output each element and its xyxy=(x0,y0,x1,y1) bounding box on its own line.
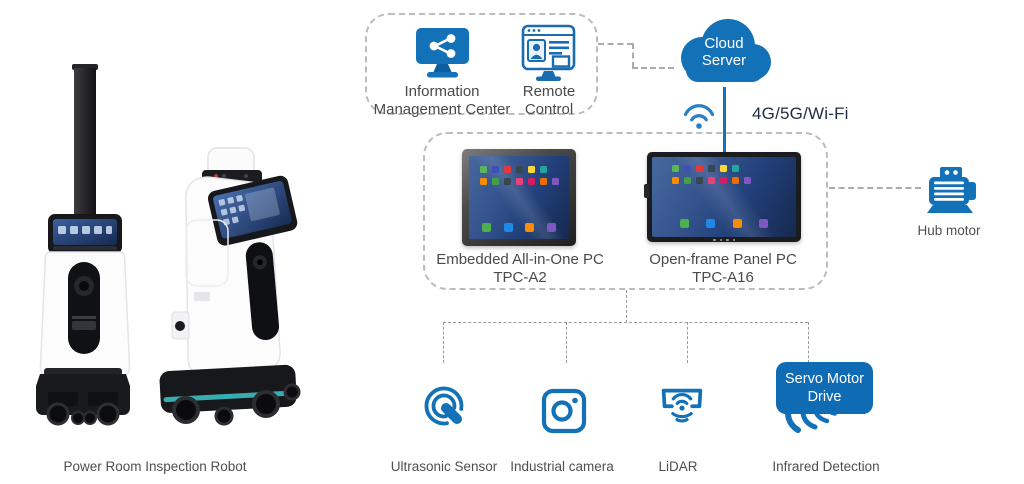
app-icon-row xyxy=(480,178,559,185)
app-icon xyxy=(492,166,499,173)
app-icon xyxy=(684,165,691,172)
cloud-server-label: Cloud Server xyxy=(672,35,776,70)
app-icon xyxy=(708,177,715,184)
management-group-box xyxy=(365,13,598,115)
app-icon xyxy=(696,165,703,172)
information-management-line1: Information xyxy=(404,83,480,100)
information-management-label: Information Management Center xyxy=(357,83,527,118)
app-icon-row xyxy=(480,166,559,173)
remote-control-label: Remote Control xyxy=(509,83,589,118)
app-icon xyxy=(480,166,487,173)
tree-drop-camera xyxy=(566,322,567,363)
app-icon xyxy=(504,178,511,185)
infrared-detection-label: Infrared Detection xyxy=(772,459,880,474)
cloud-line2: Server xyxy=(701,51,747,69)
tree-rail xyxy=(443,322,808,323)
app-icon xyxy=(732,177,739,184)
app-icon xyxy=(503,223,513,232)
app-icon xyxy=(504,166,511,173)
tpc-a2-screen xyxy=(469,156,569,239)
cloud-icon xyxy=(681,19,771,82)
app-icon xyxy=(525,223,535,232)
app-icon xyxy=(684,177,691,184)
tpc-a2-model: TPC-A2 xyxy=(493,268,547,286)
app-icon xyxy=(758,219,768,228)
connector-box-to-cloud-h2 xyxy=(632,67,674,69)
app-icon xyxy=(732,219,742,228)
app-icon xyxy=(528,166,535,173)
app-icon xyxy=(744,177,751,184)
network-type-label: 4G/5G/Wi-Fi xyxy=(752,104,849,123)
connector-box-to-cloud-v xyxy=(632,43,634,68)
tpc-a16-app-grid xyxy=(672,165,751,184)
servo-line2: Drive xyxy=(807,389,842,405)
ultrasonic-sensor-label: Ultrasonic Sensor xyxy=(390,459,498,474)
embedded-all-in-one-pc xyxy=(462,149,576,246)
remote-desktop-icon xyxy=(520,24,577,82)
app-icon xyxy=(540,178,547,185)
ultrasonic-sensor-icon xyxy=(420,382,468,432)
app-icon xyxy=(480,178,487,185)
app-icon-row xyxy=(672,177,751,184)
cloud-to-panel-link xyxy=(723,87,726,154)
robots-caption: Power Room Inspection Robot xyxy=(63,459,247,474)
app-icon xyxy=(492,178,499,185)
tpc-a2-app-grid xyxy=(480,166,559,185)
cloud-line1: Cloud xyxy=(704,35,744,52)
tree-drop-servo xyxy=(808,322,809,363)
app-icon xyxy=(540,166,547,173)
android-nav-dots xyxy=(647,238,801,241)
tpc-a16-screen xyxy=(652,157,796,237)
tree-stem xyxy=(626,290,627,323)
panel-connector-notch xyxy=(644,184,649,198)
app-icon xyxy=(516,166,523,173)
controllers-group-box xyxy=(423,132,828,290)
servo-motor-drive-box: Servo Motor Drive xyxy=(776,362,873,414)
app-icon-row xyxy=(672,165,751,172)
tpc-a2-name: Embedded All-in-One PC xyxy=(436,251,604,268)
app-icon xyxy=(516,178,523,185)
tpc-a16-name: Open-frame Panel PC xyxy=(649,251,797,268)
industrial-camera-label: Industrial camera xyxy=(510,459,614,474)
app-icon xyxy=(720,177,727,184)
hub-motor-icon xyxy=(923,166,979,216)
servo-motor-drive-label: Servo Motor Drive xyxy=(785,370,864,406)
hub-motor-label: Hub motor xyxy=(917,223,981,238)
remote-control-line2: Control xyxy=(524,100,574,118)
tpc-a16-dock xyxy=(680,219,768,228)
app-icon xyxy=(546,223,556,232)
lidar-label: LiDAR xyxy=(658,459,698,474)
industrial-camera-icon xyxy=(541,388,587,434)
app-icon xyxy=(708,165,715,172)
app-icon xyxy=(482,223,491,232)
tpc-a16-model: TPC-A16 xyxy=(692,268,754,286)
wifi-icon xyxy=(682,102,716,130)
tpc-a2-label: Embedded All-in-One PC TPC-A2 xyxy=(430,251,610,286)
connector-box-to-cloud-h1 xyxy=(598,43,633,45)
tree-drop-ultrasonic xyxy=(443,322,444,363)
monitor-share-icon xyxy=(414,26,471,80)
mobile-inspection-robot-illustration xyxy=(146,142,308,430)
tpc-a16-label: Open-frame Panel PC TPC-A16 xyxy=(633,251,813,286)
app-icon xyxy=(732,165,739,172)
app-icon xyxy=(720,165,727,172)
app-icon xyxy=(528,178,535,185)
app-icon xyxy=(672,177,679,184)
open-frame-panel-pc xyxy=(644,152,801,242)
tall-inspection-robot-illustration xyxy=(24,62,142,427)
cloud-server: Cloud Server xyxy=(672,16,776,90)
information-management-line2: Management Center xyxy=(373,100,511,118)
app-icon xyxy=(706,219,716,228)
app-icon xyxy=(680,219,689,228)
tpc-a2-dock xyxy=(482,223,556,232)
app-icon xyxy=(696,177,703,184)
remote-control-line1: Remote xyxy=(522,83,576,100)
lidar-icon xyxy=(659,385,705,433)
app-icon xyxy=(672,165,679,172)
connector-to-hub-motor xyxy=(829,187,921,189)
servo-line1: Servo Motor xyxy=(785,370,864,387)
app-icon xyxy=(552,178,559,185)
tree-drop-lidar xyxy=(687,322,688,363)
